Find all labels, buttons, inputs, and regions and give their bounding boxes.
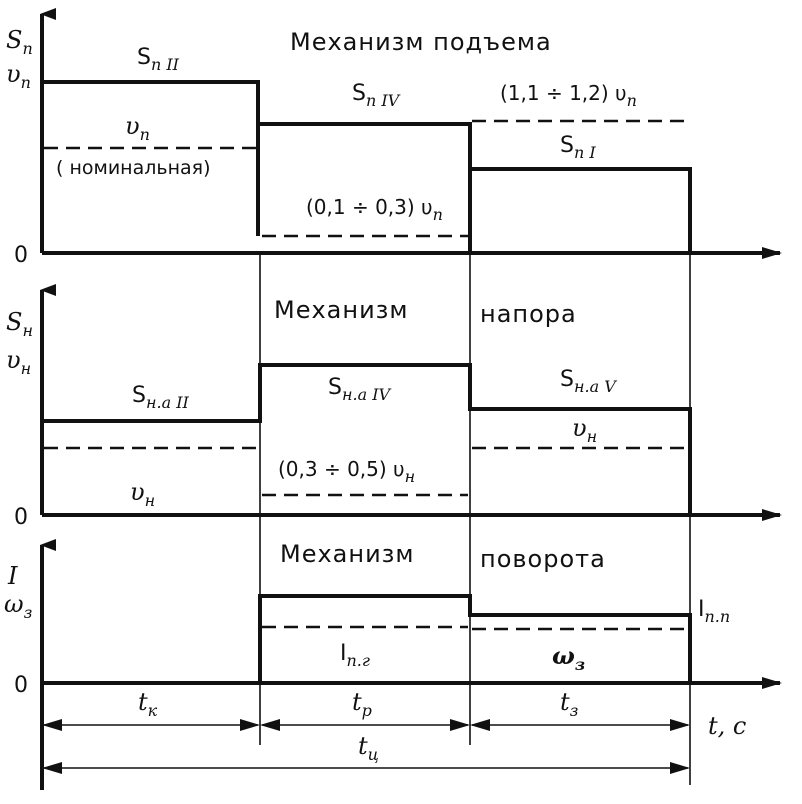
crowd-panel: Sн υн 0 Механизм напора Sн.а II Sн.а IV …	[6, 284, 782, 530]
t3-label: tз	[560, 688, 578, 720]
hoist-origin: 0	[14, 243, 28, 268]
hoist-axis-v: υп	[6, 60, 31, 92]
hoist-seg3-label: Sп I	[560, 133, 596, 162]
hoist-speed-note: ( номинальная)	[56, 157, 211, 179]
hoist-title: Механизм подъема	[290, 28, 552, 56]
crowd-seg3-label: Sн.а V	[560, 367, 617, 396]
swing-panel: I ωз 0 Механизм поворота Iп.г ωз Iп.п	[4, 539, 782, 698]
hoist-speed-label: υп	[125, 112, 150, 144]
crowd-axis-v: υн	[6, 346, 31, 378]
crowd-path-step	[42, 363, 692, 515]
crowd-speed2-label: (0,3 ÷ 0,5) υн	[278, 457, 415, 486]
swing-origin: 0	[14, 673, 28, 698]
hoist-path-step	[42, 80, 692, 253]
total-label: tц	[358, 732, 379, 764]
hoist-axis-s: Sп	[6, 26, 33, 58]
t1-label: tк	[138, 688, 158, 720]
swing-current-label: Iп.г	[340, 641, 370, 670]
crowd-origin: 0	[14, 505, 28, 530]
hoist-low-speed-label: (0,1 ÷ 0,3) υп	[306, 195, 443, 224]
swing-current-step	[258, 594, 692, 683]
t2-label: tр	[352, 688, 372, 720]
swing-axis-w: ωз	[4, 590, 32, 622]
hoist-high-speed-label: (1,1 ÷ 1,2) υп	[500, 81, 637, 110]
time-dimensions: tк tр tз tц t, c	[40, 683, 746, 790]
crowd-title-right: напора	[480, 300, 577, 328]
crowd-seg2-label: Sн.а IV	[328, 375, 392, 404]
hoist-seg1-label: Sп II	[137, 45, 180, 74]
time-axis-label: t, c	[708, 712, 746, 740]
crowd-seg1-label: Sн.а II	[132, 383, 190, 412]
hoist-seg2-label: Sп IV	[352, 81, 401, 110]
crowd-speed1-label: υн	[130, 478, 155, 510]
crowd-axis-s: Sн	[6, 308, 33, 340]
crowd-title-left: Механизм	[274, 296, 409, 324]
swing-omega-label: ωз	[552, 641, 585, 674]
swing-axis-i: I	[7, 562, 18, 590]
swing-title-left: Механизм	[280, 540, 415, 568]
crowd-speed3-label: υн	[572, 414, 597, 446]
hoist-panel: Sп υп 0 Механизм подъема Sп II Sп IV Sп …	[6, 8, 782, 268]
swing-current-right-label: Iп.п	[698, 597, 730, 626]
swing-title-right: поворота	[480, 545, 606, 573]
